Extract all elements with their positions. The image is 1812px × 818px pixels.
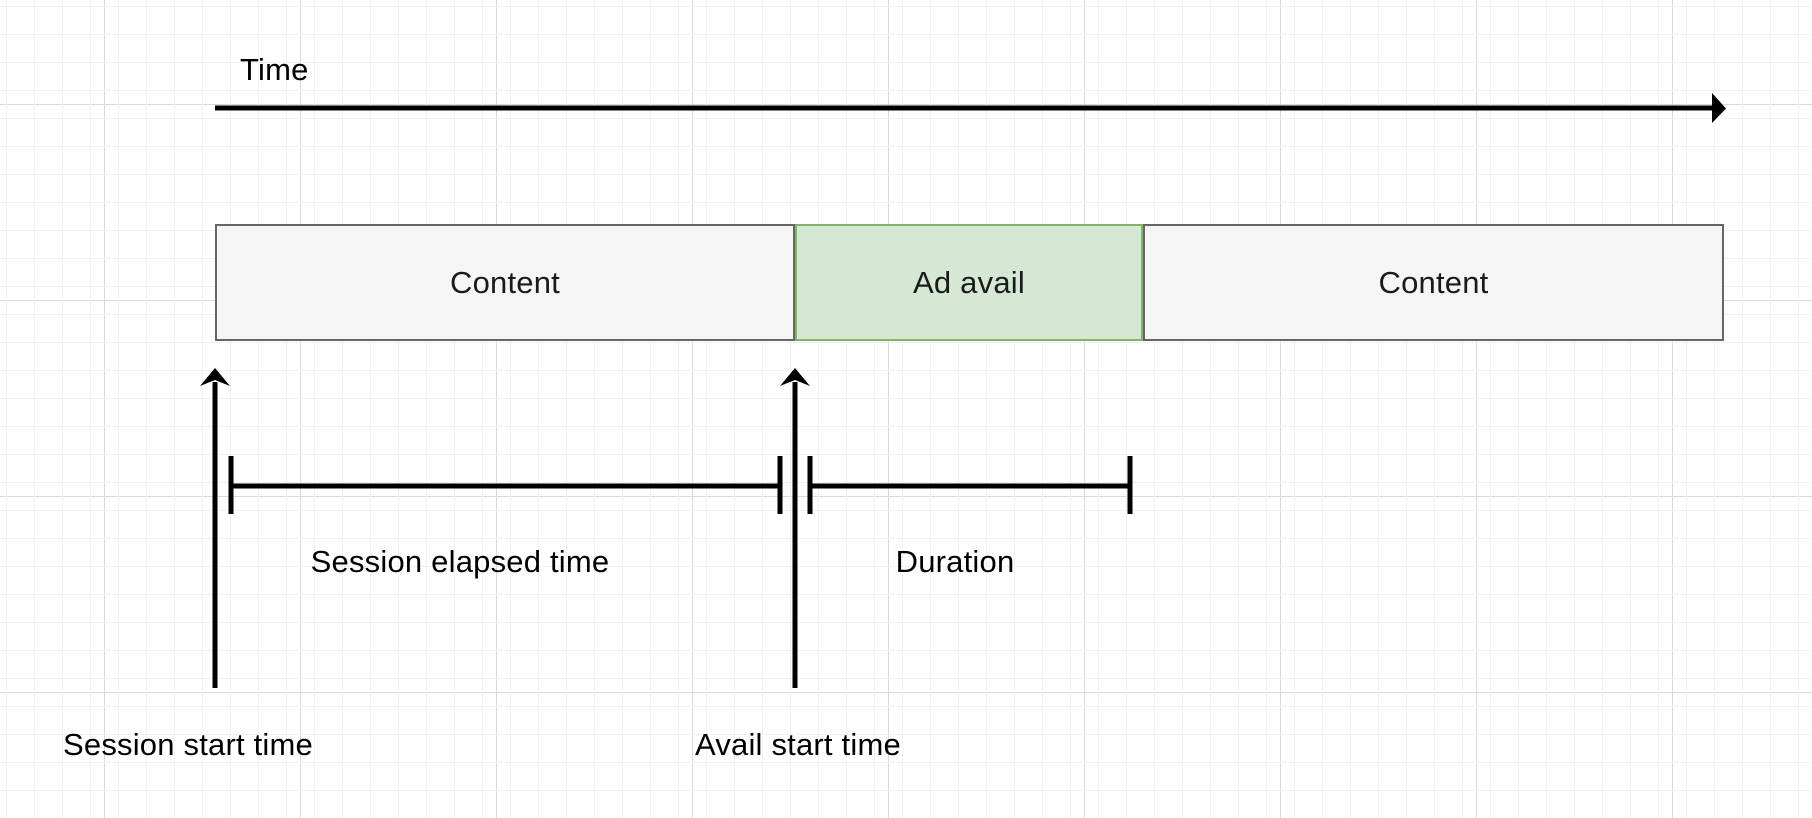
avail-start-marker-arrow — [780, 368, 810, 688]
session-elapsed-measure-bar — [228, 456, 783, 514]
timeline-segment-label: Ad avail — [913, 264, 1025, 300]
timeline-segment-label: Content — [450, 264, 560, 300]
timeline-segment-content-left[interactable]: Content — [215, 224, 795, 341]
session-start-time-label: Session start time — [63, 727, 313, 762]
session-elapsed-time-label: Session elapsed time — [310, 544, 610, 579]
avail-start-time-label: Avail start time — [695, 727, 901, 762]
timeline-segment-label: Content — [1378, 264, 1489, 300]
session-start-marker-arrow — [200, 368, 230, 688]
duration-label: Duration — [895, 544, 1015, 579]
time-axis-label: Time — [240, 52, 309, 87]
duration-measure-bar — [807, 456, 1133, 514]
time-axis-arrow — [215, 93, 1726, 123]
timeline-segment-content-right[interactable]: Content — [1143, 224, 1724, 341]
timeline-segment-ad-avail[interactable]: Ad avail — [795, 224, 1143, 341]
